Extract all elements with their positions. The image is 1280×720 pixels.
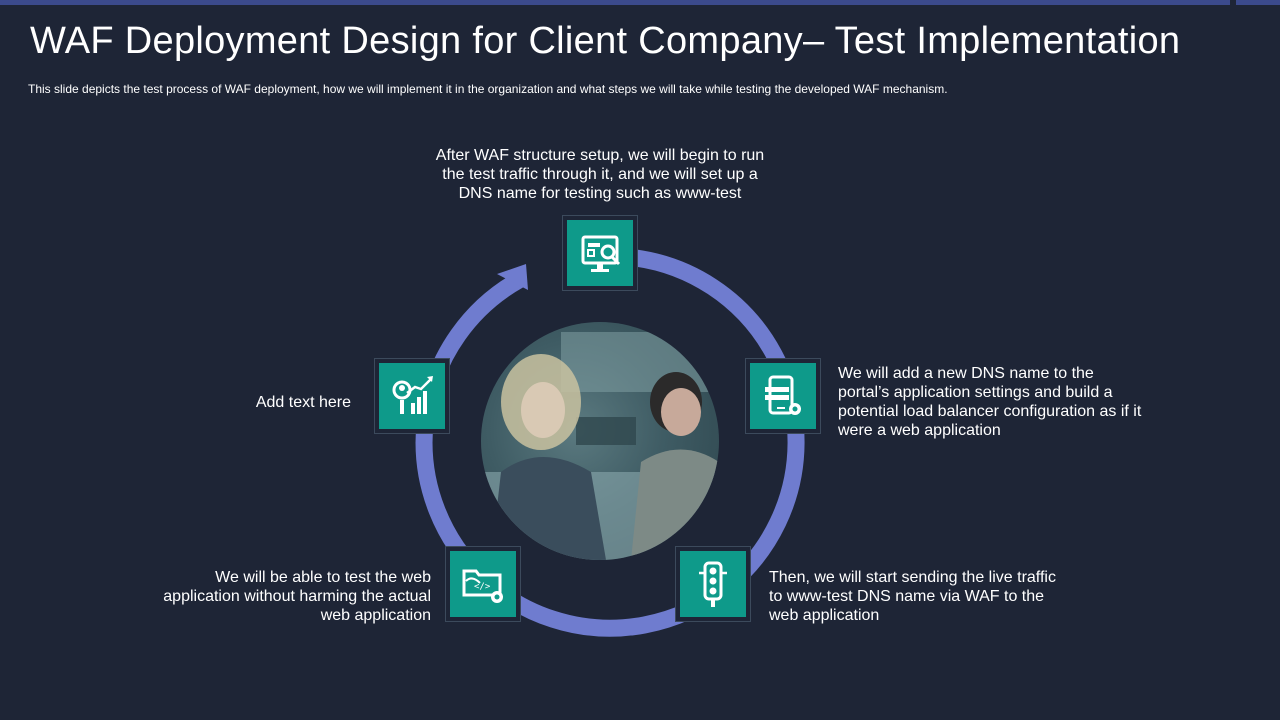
mobile-settings-icon [765,375,801,415]
traffic-light-icon [699,561,727,607]
step-1-icon-tile [562,215,638,291]
slide-subtitle: This slide depicts the test process of W… [28,82,948,96]
step-4-icon-tile: </> [445,546,521,622]
top-accent-bar-end [1236,0,1280,5]
svg-text:</>: </> [474,582,491,592]
cycle-ring-arrowhead [497,264,528,290]
step-2-icon-tile [745,358,821,434]
step-2-text: We will add a new DNS name to the portal… [838,365,1142,439]
code-folder-gear-icon: </> [462,569,503,603]
top-accent-bar [0,0,1230,5]
step-3-icon-tile [675,546,751,622]
step-5-icon-tile [374,358,450,434]
user-growth-chart-icon [392,376,433,414]
center-team-photo [481,322,719,560]
step-4-text: We will be able to test the web applicat… [163,569,431,624]
monitor-search-icon [581,235,621,272]
slide-title: WAF Deployment Design for Client Company… [30,20,1181,62]
step-5-text: Add text here [255,394,351,411]
step-1-text: After WAF structure setup, we will begin… [435,147,765,202]
step-3-text: Then, we will start sending the live tra… [769,569,1056,624]
